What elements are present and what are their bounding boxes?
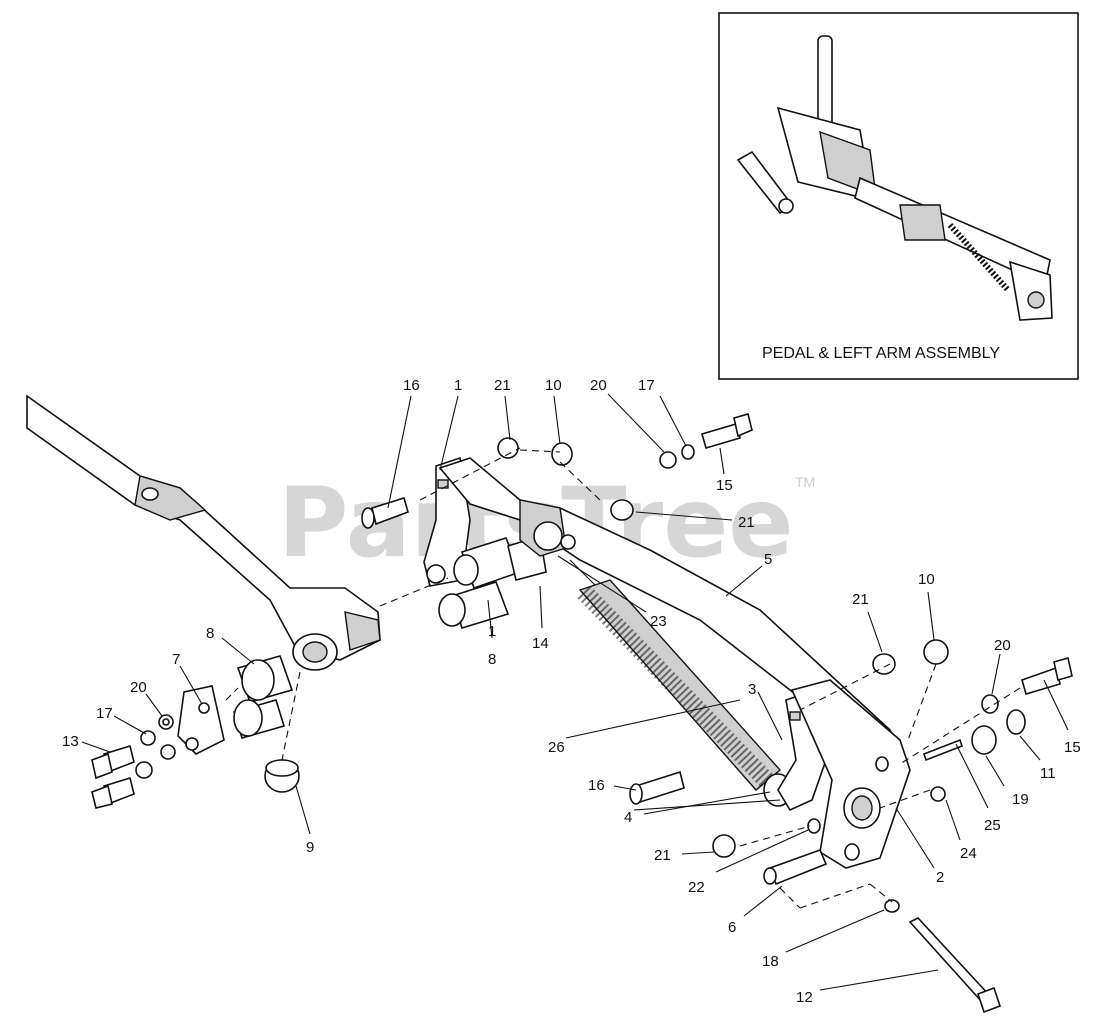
bolt-15-right xyxy=(1021,656,1073,695)
callout-16-lower: 16 xyxy=(588,777,605,794)
inset-assembly-illustration xyxy=(736,35,1053,321)
bushing-8-left xyxy=(232,655,294,739)
pin-25 xyxy=(923,738,963,762)
washer-18 xyxy=(884,899,900,913)
washer-set-left xyxy=(135,714,176,779)
nut-21-upper xyxy=(497,437,519,459)
nut-21-lower xyxy=(712,834,736,858)
assembly-lines xyxy=(225,447,1021,909)
callout-9: 9 xyxy=(306,839,314,856)
clevis-pin-16-lower xyxy=(629,770,685,805)
callout-7: 7 xyxy=(172,651,180,668)
callout-2: 2 xyxy=(936,869,944,886)
callout-20-left: 20 xyxy=(130,679,147,696)
callout-8-left: 8 xyxy=(206,625,214,642)
callout-20-top: 20 xyxy=(590,377,607,394)
trademark-mark: TM xyxy=(795,474,815,490)
washer-19 xyxy=(971,725,997,755)
callout-20-right: 20 xyxy=(994,637,1011,654)
callout-18: 18 xyxy=(762,953,779,970)
leader-lines xyxy=(81,393,1069,991)
callout-17-left: 17 xyxy=(96,705,113,722)
callout-16-top: 16 xyxy=(403,377,420,394)
callout-1-mid: 1 xyxy=(488,623,496,640)
callout-26: 26 xyxy=(548,739,565,756)
inset-caption: PEDAL & LEFT ARM ASSEMBLY xyxy=(762,345,1000,362)
washer-20-right xyxy=(981,694,999,714)
nut-21-right xyxy=(872,653,896,675)
callout-25: 25 xyxy=(984,817,1001,834)
callout-14: 14 xyxy=(532,635,549,652)
callout-22: 22 xyxy=(688,879,705,896)
callout-3: 3 xyxy=(748,681,756,698)
callout-6: 6 xyxy=(728,919,736,936)
callout-11: 11 xyxy=(1040,765,1056,782)
lockwasher-17-upper xyxy=(681,444,695,460)
left-frame-rail xyxy=(26,394,381,671)
ring-11 xyxy=(1006,709,1026,735)
callout-21-mid: 21 xyxy=(738,514,755,531)
callout-10-right: 10 xyxy=(918,571,935,588)
callout-21-top: 21 xyxy=(494,377,511,394)
callout-21-lower: 21 xyxy=(654,847,671,864)
bolt-12 xyxy=(908,917,1002,1014)
callout-5: 5 xyxy=(764,551,772,568)
callout-13: 13 xyxy=(62,733,79,750)
callout-15-right: 15 xyxy=(1064,739,1081,756)
washer-20-upper xyxy=(659,451,677,469)
callout-1-top: 1 xyxy=(454,377,462,394)
callout-19: 19 xyxy=(1012,791,1029,808)
bolt-15-upper xyxy=(701,413,753,449)
inset-panel: PEDAL & LEFT ARM ASSEMBLY xyxy=(718,12,1079,380)
plate-7 xyxy=(177,685,225,755)
callout-21-right: 21 xyxy=(852,591,869,608)
nut-21-mid xyxy=(610,499,634,521)
callout-15-top: 15 xyxy=(716,477,733,494)
callout-4: 4 xyxy=(624,809,632,826)
bushing-10-right xyxy=(923,639,949,665)
bolt-13 xyxy=(91,744,135,809)
callout-8-mid: 8 xyxy=(488,651,496,668)
bushing-9 xyxy=(264,759,300,793)
callout-24: 24 xyxy=(960,845,977,862)
nut-22 xyxy=(807,818,821,834)
callout-23: 23 xyxy=(650,613,667,630)
clevis-pin-16-top xyxy=(361,496,409,529)
nut-24 xyxy=(930,786,946,802)
callout-12: 12 xyxy=(796,989,813,1006)
bushing-10-upper xyxy=(551,442,573,466)
bracket-2 xyxy=(790,679,911,869)
callout-labels: 16 1 21 10 20 17 15 21 5 23 14 1 8 8 7 2… xyxy=(62,377,1081,1006)
pin-6 xyxy=(763,848,828,886)
callout-10-top: 10 xyxy=(545,377,562,394)
callout-17-top: 17 xyxy=(638,377,655,394)
